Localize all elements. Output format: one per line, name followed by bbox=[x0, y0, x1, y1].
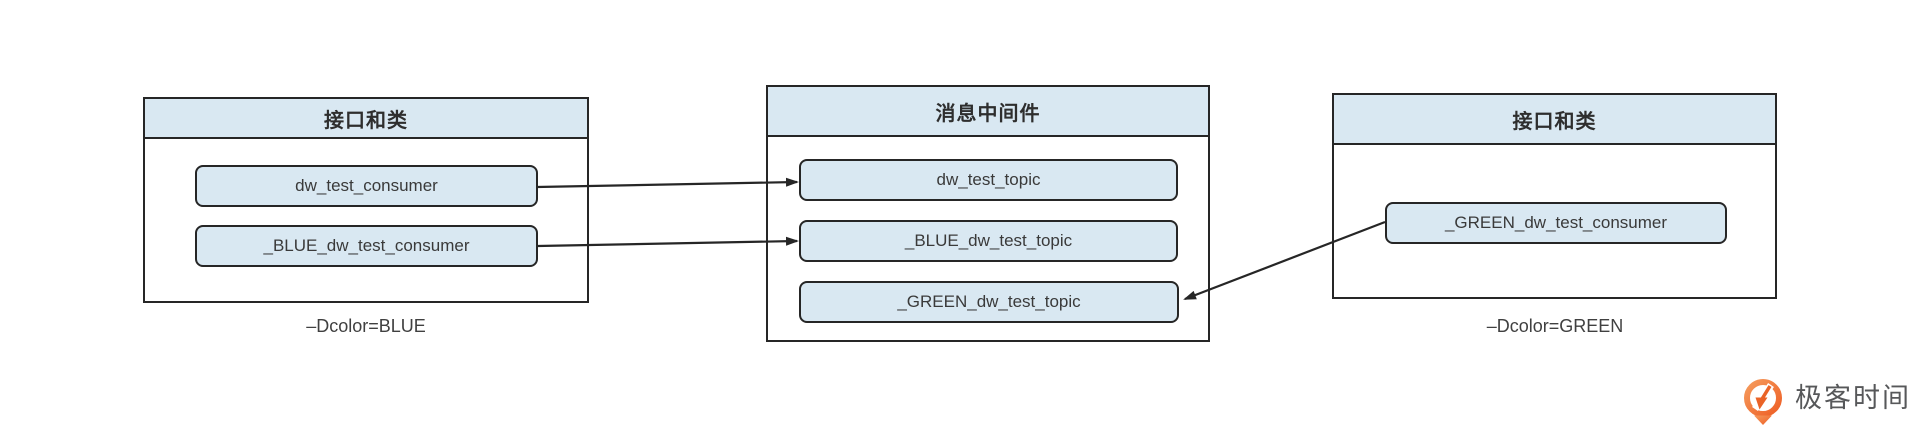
node-dw-test-consumer: dw_test_consumer bbox=[195, 165, 538, 207]
caption-dcolor-green: –Dcolor=GREEN bbox=[1486, 316, 1624, 336]
panel-title: 消息中间件 bbox=[768, 87, 1208, 137]
geektime-logo-text: 极客时间 bbox=[1795, 382, 1911, 413]
node-green-dw-test-consumer: _GREEN_dw_test_consumer bbox=[1385, 202, 1727, 244]
caption-dcolor-blue: –Dcolor=BLUE bbox=[306, 316, 426, 336]
panel-interfaces-green: 接口和类 bbox=[1332, 93, 1777, 299]
node-dw-test-topic: dw_test_topic bbox=[799, 159, 1178, 201]
panel-title: 接口和类 bbox=[1334, 95, 1775, 145]
node-blue-dw-test-consumer: _BLUE_dw_test_consumer bbox=[195, 225, 538, 267]
panel-title: 接口和类 bbox=[145, 99, 587, 139]
node-blue-dw-test-topic: _BLUE_dw_test_topic bbox=[799, 220, 1178, 262]
geektime-icon bbox=[1744, 379, 1782, 425]
node-green-dw-test-topic: _GREEN_dw_test_topic bbox=[799, 281, 1179, 323]
geektime-logo: 极客时间 bbox=[1738, 374, 1911, 428]
